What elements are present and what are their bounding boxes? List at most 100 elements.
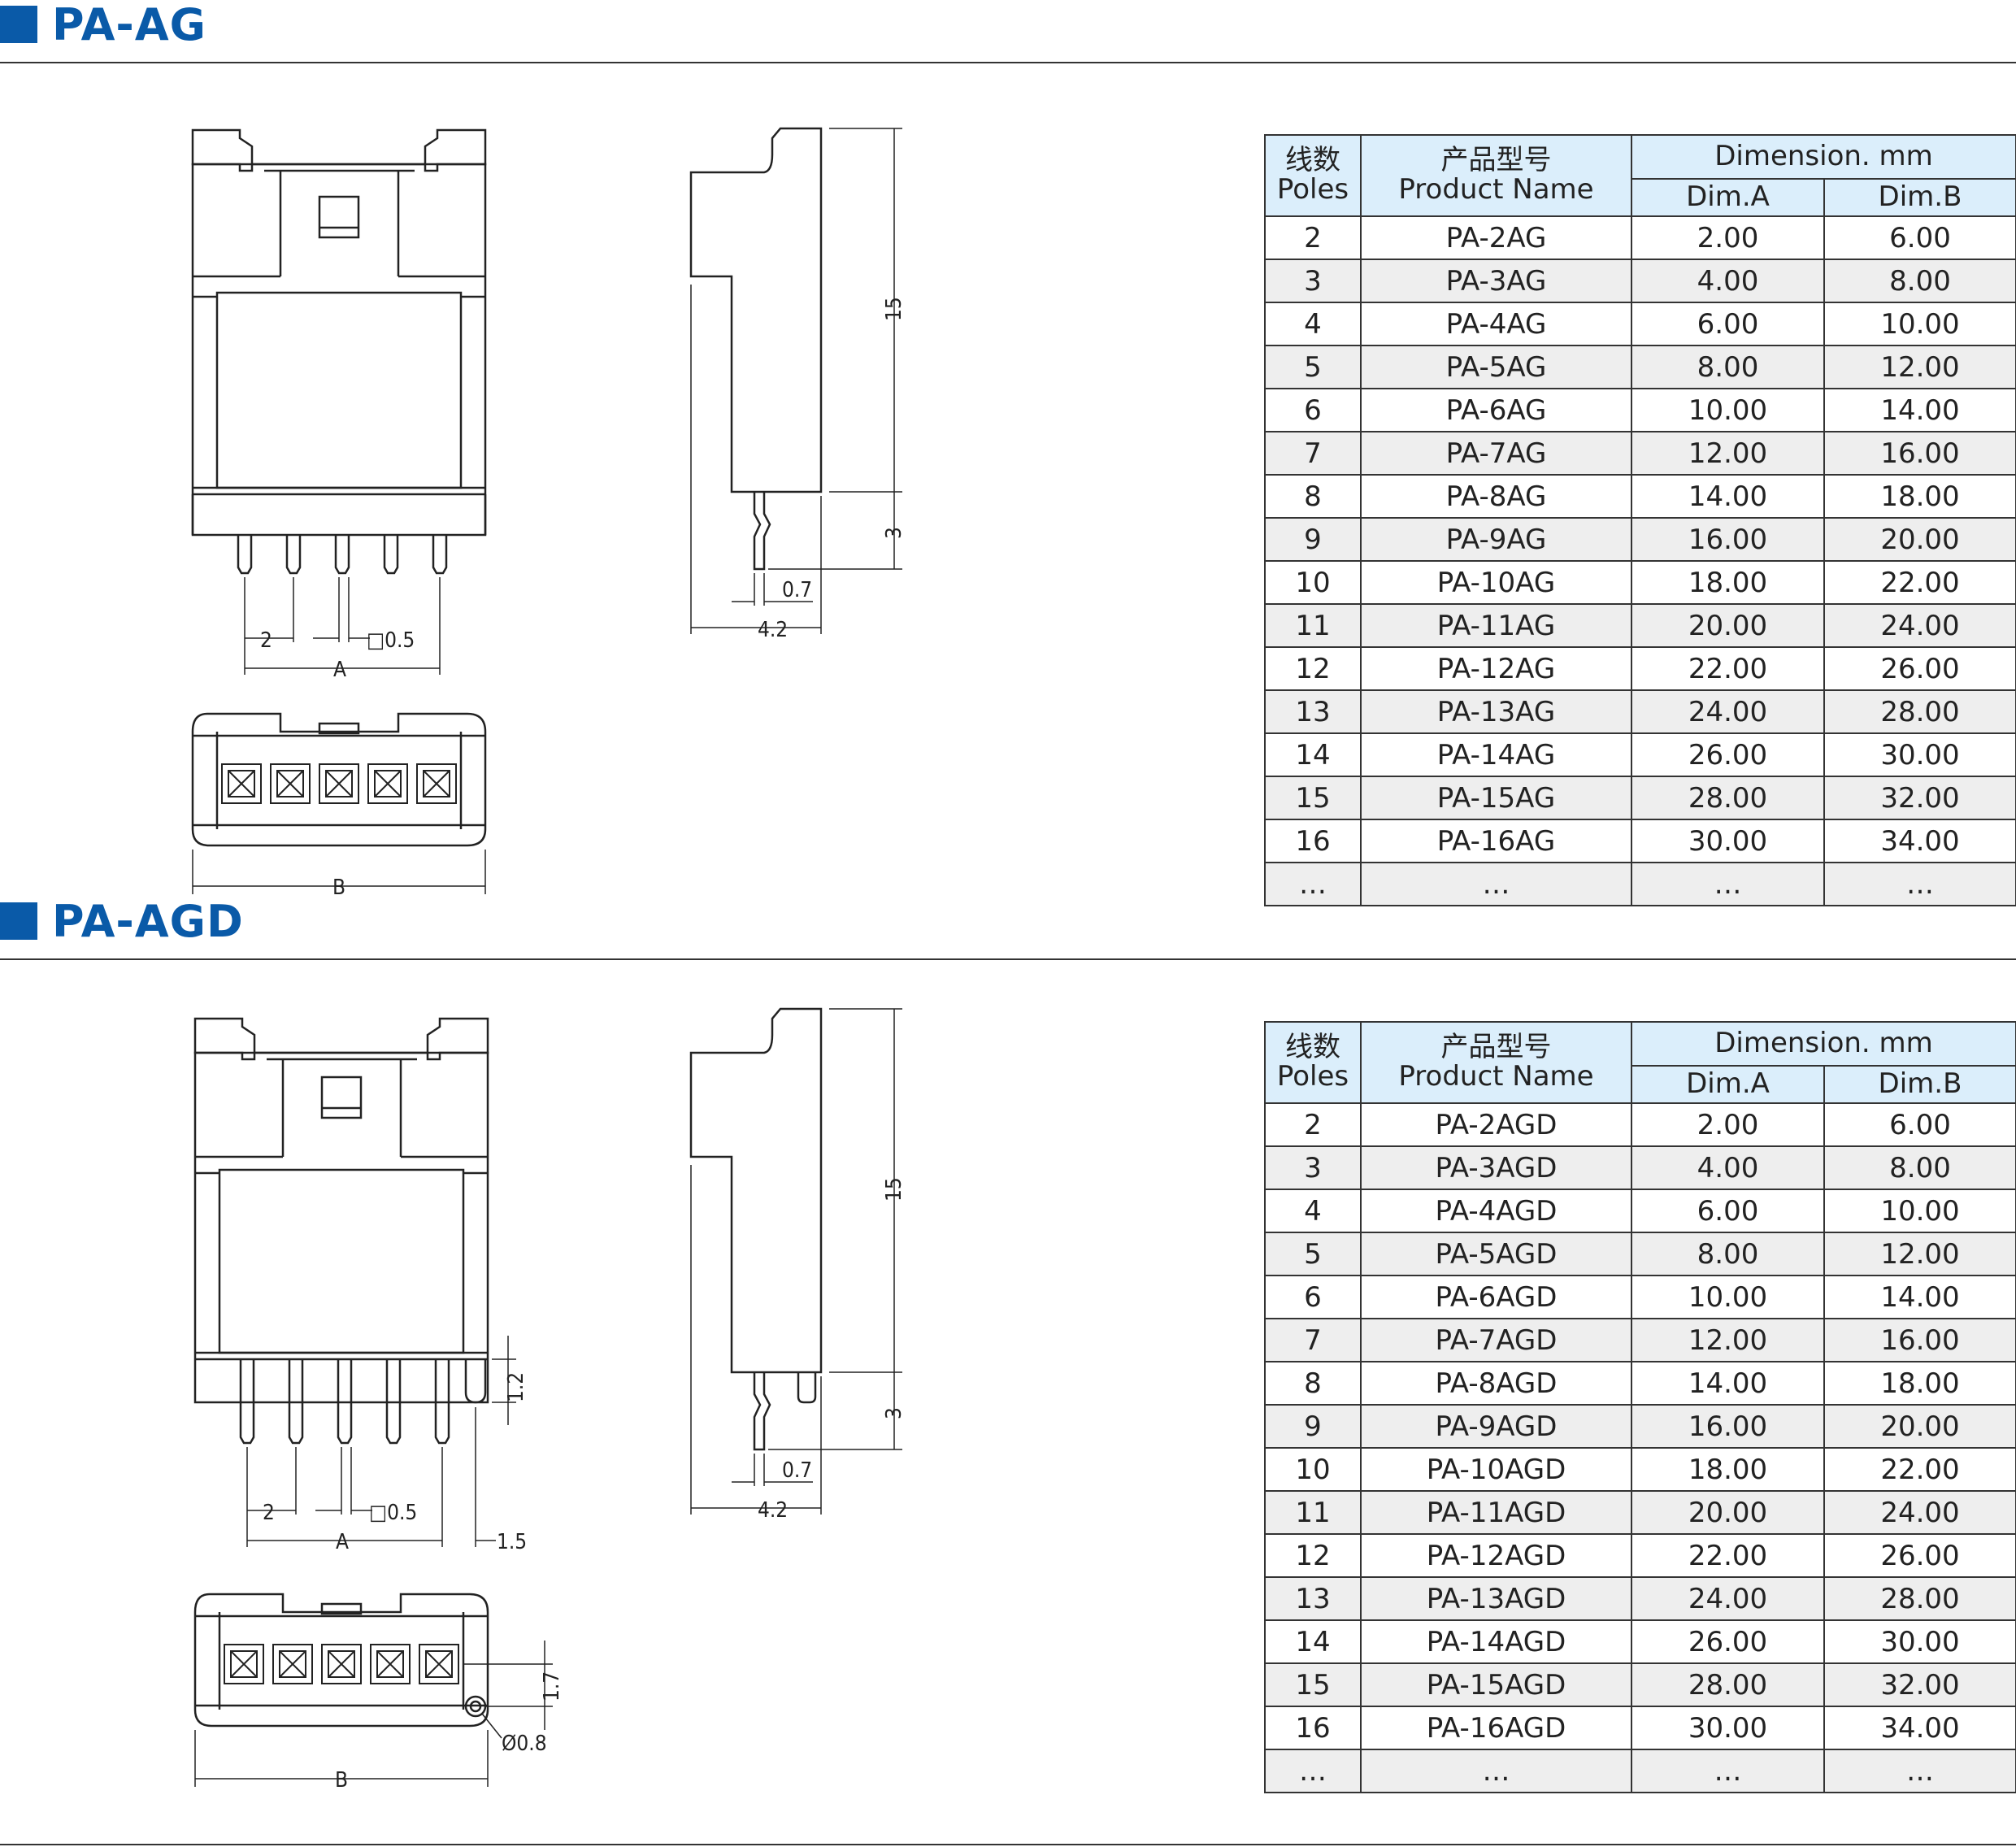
cell-poles: … xyxy=(1264,1749,1362,1793)
cell-product-name: PA-8AG xyxy=(1360,474,1632,519)
cell-poles: 16 xyxy=(1264,1706,1362,1750)
cell-poles: 15 xyxy=(1264,776,1362,820)
cell-product-name: PA-8AGD xyxy=(1360,1361,1632,1406)
cell-poles: 10 xyxy=(1264,560,1362,605)
cell-product-name: PA-11AG xyxy=(1360,603,1632,648)
cell-poles: 14 xyxy=(1264,732,1362,777)
cell-dim-b: 30.00 xyxy=(1823,1619,2016,1664)
cell-product-name: PA-7AGD xyxy=(1360,1318,1632,1362)
cell-dim-a: … xyxy=(1631,1749,1825,1793)
dim-b-header: Dim.B xyxy=(1823,1065,2016,1104)
cell-poles: 8 xyxy=(1264,1361,1362,1406)
cell-dim-b: 10.00 xyxy=(1823,1189,2016,1233)
cell-dim-a: 14.00 xyxy=(1631,1361,1825,1406)
cell-product-name: PA-6AG xyxy=(1360,388,1632,432)
section-rule xyxy=(0,62,2016,63)
cell-dim-a: 30.00 xyxy=(1631,1706,1825,1750)
cell-product-name: PA-10AG xyxy=(1360,560,1632,605)
cell-dim-a: 22.00 xyxy=(1631,646,1825,691)
height-label: 15 xyxy=(882,1177,906,1202)
cell-poles: 2 xyxy=(1264,215,1362,260)
cell-product-name: PA-2AGD xyxy=(1360,1102,1632,1147)
hole-dia-label: Ø0.8 xyxy=(502,1732,547,1756)
cell-dim-a: 22.00 xyxy=(1631,1533,1825,1578)
section-title: PA-AGD xyxy=(0,895,244,947)
front-view-drawing: 2 □0.5 A 1.5 1.2 xyxy=(183,1010,541,1580)
front-view-drawing: 2 □0.5 A xyxy=(183,122,508,691)
cell-dim-a: 26.00 xyxy=(1631,1619,1825,1664)
pitch-label: 2 xyxy=(263,1501,275,1525)
cell-product-name: PA-5AG xyxy=(1360,345,1632,389)
cell-dim-b: 28.00 xyxy=(1823,1576,2016,1621)
cell-poles: 13 xyxy=(1264,689,1362,734)
cell-product-name: PA-4AG xyxy=(1360,302,1632,346)
cell-product-name: PA-9AGD xyxy=(1360,1404,1632,1449)
section-marker xyxy=(0,6,37,43)
dim-a-header: Dim.A xyxy=(1631,178,1825,217)
cell-dim-b: 28.00 xyxy=(1823,689,2016,734)
cell-product-name: PA-13AG xyxy=(1360,689,1632,734)
dim-b-label: B xyxy=(332,876,345,900)
dimension-header: Dimension. mm xyxy=(1631,134,2016,180)
cell-dim-b: 34.00 xyxy=(1823,819,2016,863)
cell-product-name: PA-10AGD xyxy=(1360,1447,1632,1492)
dim-a-header: Dim.A xyxy=(1631,1065,1825,1104)
cell-dim-a: 10.00 xyxy=(1631,388,1825,432)
cell-dim-a: 16.00 xyxy=(1631,1404,1825,1449)
cell-poles: 13 xyxy=(1264,1576,1362,1621)
cell-dim-a: 20.00 xyxy=(1631,1490,1825,1535)
cell-poles: 7 xyxy=(1264,1318,1362,1362)
section-rule xyxy=(0,958,2016,960)
cell-product-name: PA-7AG xyxy=(1360,431,1632,476)
cell-dim-b: 10.00 xyxy=(1823,302,2016,346)
bottom-view-drawing: B 1.7 Ø0.8 xyxy=(183,1588,573,1799)
cell-dim-a: 2.00 xyxy=(1631,1102,1825,1147)
cell-poles: 14 xyxy=(1264,1619,1362,1664)
cell-dim-a: 24.00 xyxy=(1631,1576,1825,1621)
cell-dim-b: 18.00 xyxy=(1823,1361,2016,1406)
depth-label: 4.2 xyxy=(758,618,788,642)
cell-dim-a: 24.00 xyxy=(1631,689,1825,734)
cell-dim-a: 8.00 xyxy=(1631,1232,1825,1276)
bottom-view-drawing: B xyxy=(183,707,508,902)
cell-dim-a: 12.00 xyxy=(1631,1318,1825,1362)
height-label: 15 xyxy=(882,297,906,321)
cell-dim-b: … xyxy=(1823,862,2016,906)
side-view-drawing: 15 3 0.7 4.2 xyxy=(683,1002,927,1523)
cell-product-name: PA-12AG xyxy=(1360,646,1632,691)
cell-product-name: PA-16AG xyxy=(1360,819,1632,863)
section-title-text: PA-AGD xyxy=(52,895,244,947)
cell-product-name: … xyxy=(1360,1749,1632,1793)
cell-poles: 11 xyxy=(1264,603,1362,648)
cell-dim-b: 18.00 xyxy=(1823,474,2016,519)
cell-dim-a: 30.00 xyxy=(1631,819,1825,863)
table-row: ………… xyxy=(1264,862,2016,906)
cell-dim-a: 8.00 xyxy=(1631,345,1825,389)
cell-dim-b: 32.00 xyxy=(1823,776,2016,820)
side-view-drawing: 15 3 0.7 4.2 xyxy=(683,122,927,642)
cell-dim-b: 30.00 xyxy=(1823,732,2016,777)
cell-poles: 4 xyxy=(1264,302,1362,346)
cell-dim-b: 26.00 xyxy=(1823,1533,2016,1578)
